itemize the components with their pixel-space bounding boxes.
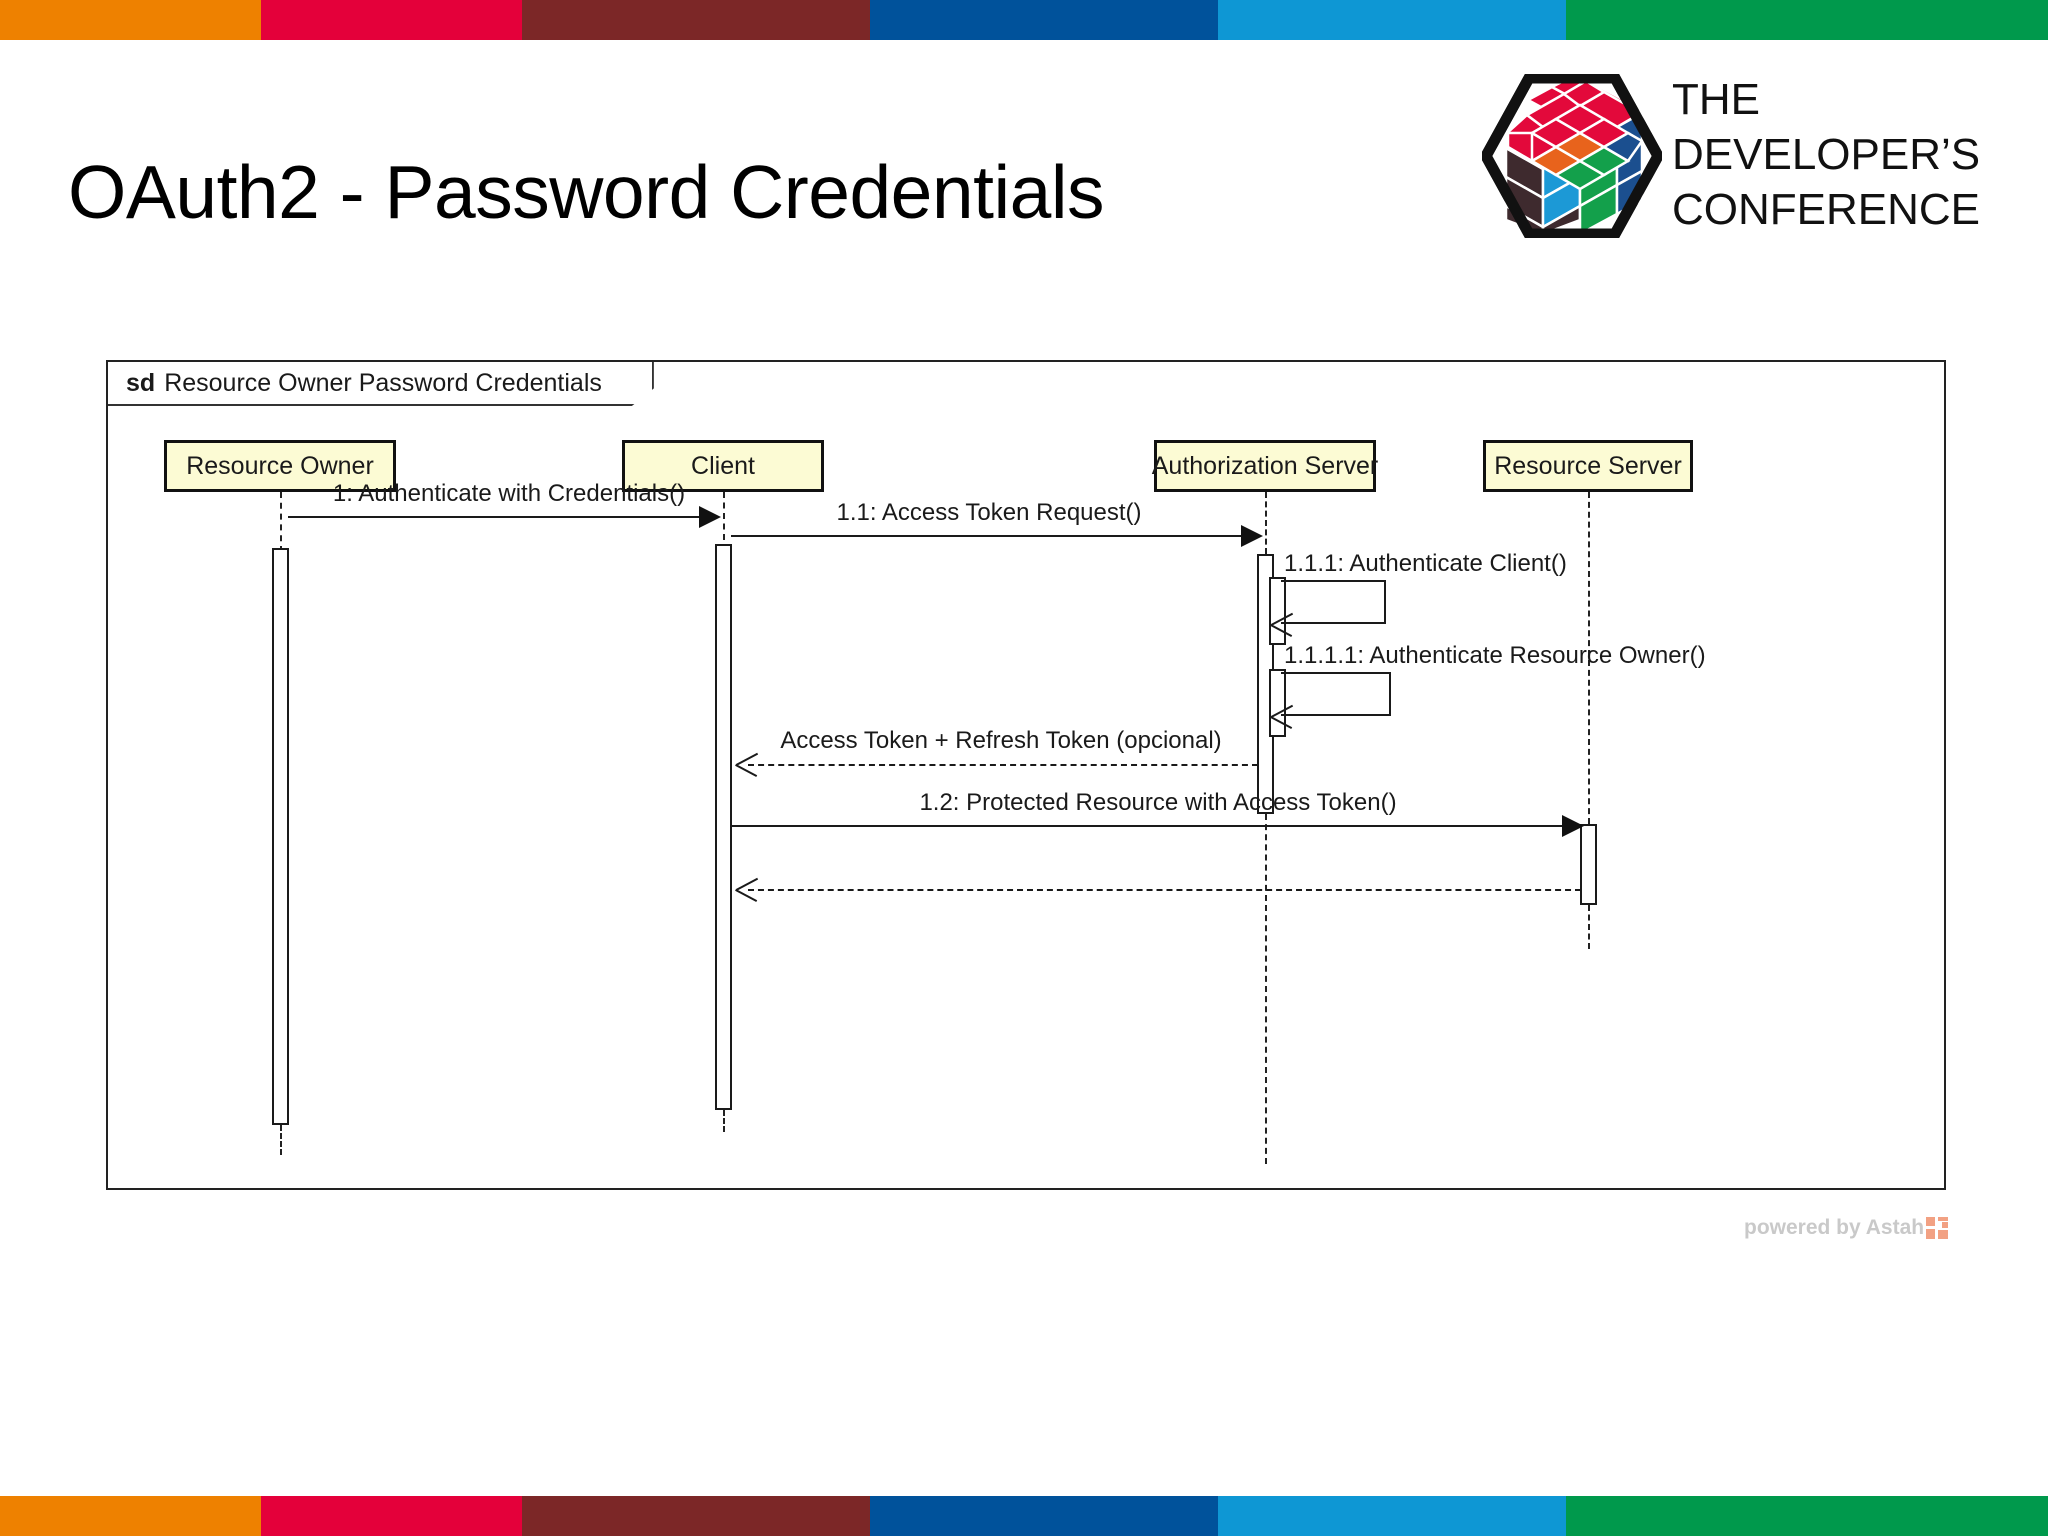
message-arrowhead-1 — [699, 506, 721, 528]
message-arrowhead-1-1-1 — [1271, 613, 1293, 635]
message-line-1-1 — [731, 535, 1243, 537]
sequence-diagram-frame: sd Resource Owner Password Credentials R… — [106, 360, 1946, 1190]
bottom-bar-segment-1 — [0, 1496, 261, 1536]
bottom-bar-segment-3 — [522, 1496, 870, 1536]
message-label-1-2: 1.2: Protected Resource with Access Toke… — [919, 789, 1397, 816]
frame-keyword: sd — [126, 368, 156, 397]
activation-resource-server — [1580, 824, 1597, 905]
lifeline-label-authorization-server: Authorization Server — [1151, 451, 1379, 480]
message-arrowhead-return-token — [736, 753, 758, 775]
lifeline-stem-client — [723, 492, 725, 540]
top-color-bar — [0, 0, 2048, 40]
lifeline-stem-resource-owner-tail — [280, 1125, 282, 1155]
message-arrowhead-1-2 — [1562, 815, 1584, 837]
lifeline-head-resource-server[interactable]: Resource Server — [1483, 440, 1693, 492]
logo-line-3: CONFERENCE — [1672, 185, 1981, 234]
lifeline-stem-resource-server-tail — [1588, 905, 1590, 949]
top-bar-segment-5 — [1218, 0, 1566, 40]
lifeline-stem-authorization-server-tail — [1265, 814, 1267, 1164]
lifeline-label-client: Client — [691, 451, 755, 480]
message-arrowhead-1-1-1-1 — [1271, 705, 1293, 727]
message-selfcall-1-1-1 — [1281, 580, 1386, 624]
message-label-1-1-1-1: 1.1.1.1: Authenticate Resource Owner() — [1284, 642, 1706, 669]
logo-wordmark: THE DEVELOPER’S CONFERENCE — [1672, 72, 2017, 237]
page-title: OAuth2 - Password Credentials — [68, 150, 1104, 234]
message-label-1-1: 1.1: Access Token Request() — [836, 499, 1142, 526]
message-line-1-2 — [731, 825, 1564, 827]
lifeline-head-authorization-server[interactable]: Authorization Server — [1151, 440, 1379, 492]
activation-resource-owner — [272, 548, 289, 1125]
message-line-return-resource — [748, 889, 1581, 891]
bottom-bar-segment-5 — [1218, 1496, 1566, 1536]
message-selfcall-1-1-1-1 — [1281, 672, 1391, 716]
message-line-return-token — [748, 764, 1258, 766]
lifeline-label-resource-server: Resource Server — [1494, 451, 1682, 480]
astah-icon — [1926, 1217, 1949, 1239]
frame-label: sd Resource Owner Password Credentials — [108, 362, 654, 406]
message-label-1-1-1: 1.1.1: Authenticate Client() — [1284, 550, 1567, 577]
bottom-bar-segment-2 — [261, 1496, 522, 1536]
message-label-return-token: Access Token + Refresh Token (opcional) — [780, 727, 1222, 754]
lifeline-stem-resource-owner — [280, 492, 282, 552]
bottom-bar-segment-4 — [870, 1496, 1218, 1536]
logo-line-2: DEVELOPER’S — [1672, 130, 1981, 179]
top-bar-segment-2 — [261, 0, 522, 40]
lifeline-stem-resource-server — [1588, 492, 1590, 824]
top-bar-segment-4 — [870, 0, 1218, 40]
message-arrowhead-return-resource — [736, 878, 758, 900]
message-line-1 — [288, 516, 701, 518]
activation-client — [715, 544, 732, 1110]
logo: THE DEVELOPER’S CONFERENCE — [1482, 72, 2012, 240]
lifeline-stem-authorization-server — [1265, 492, 1267, 554]
logo-line-1: THE — [1672, 75, 1760, 124]
bottom-bar-segment-6 — [1566, 1496, 2048, 1536]
top-bar-segment-6 — [1566, 0, 2048, 40]
lifeline-stem-client-tail — [723, 1110, 725, 1132]
lifeline-head-client[interactable]: Client — [622, 440, 824, 492]
powered-by-astah: powered by Astah — [1744, 1216, 1949, 1240]
lifeline-head-resource-owner[interactable]: Resource Owner — [164, 440, 396, 492]
tdc-cube-icon — [1482, 74, 1662, 238]
frame-title: Resource Owner Password Credentials — [164, 368, 602, 397]
message-arrowhead-1-1 — [1241, 525, 1263, 547]
message-label-1: 1: Authenticate with Credentials() — [332, 480, 686, 507]
lifeline-label-resource-owner: Resource Owner — [186, 451, 374, 480]
top-bar-segment-3 — [522, 0, 870, 40]
powered-by-astah-label: powered by Astah — [1744, 1216, 1925, 1239]
bottom-color-bar — [0, 1496, 2048, 1536]
top-bar-segment-1 — [0, 0, 261, 40]
